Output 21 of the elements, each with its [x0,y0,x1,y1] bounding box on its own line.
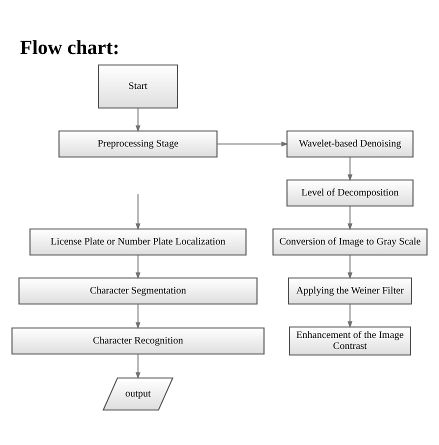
node-box: Preprocessing Stage [58,130,218,158]
node-box: License Plate or Number Plate Localization [29,228,247,256]
node-box: Enhancement of the Image Contrast [288,326,412,356]
arrow [348,254,352,280]
node-box: Level of Decomposition [286,179,414,207]
arrow [136,194,140,230]
arrow [216,142,288,146]
node-box: Character Segmentation [18,277,258,305]
arrow [136,354,140,380]
diagram-title: Flow chart: [20,37,120,59]
arrow [136,304,140,330]
arrow [348,304,352,328]
node-box: Conversion of Image to Gray Scale [272,228,428,256]
arrow [136,254,140,280]
node-box: Start [98,64,178,109]
arrow [136,108,140,132]
node-box: Applying the Weiner Filter [288,277,412,305]
node-box: Wavelet-based Denoising [286,130,414,158]
node-box: Character Recognition [11,327,265,355]
arrow [348,156,352,182]
arrow [348,206,352,230]
